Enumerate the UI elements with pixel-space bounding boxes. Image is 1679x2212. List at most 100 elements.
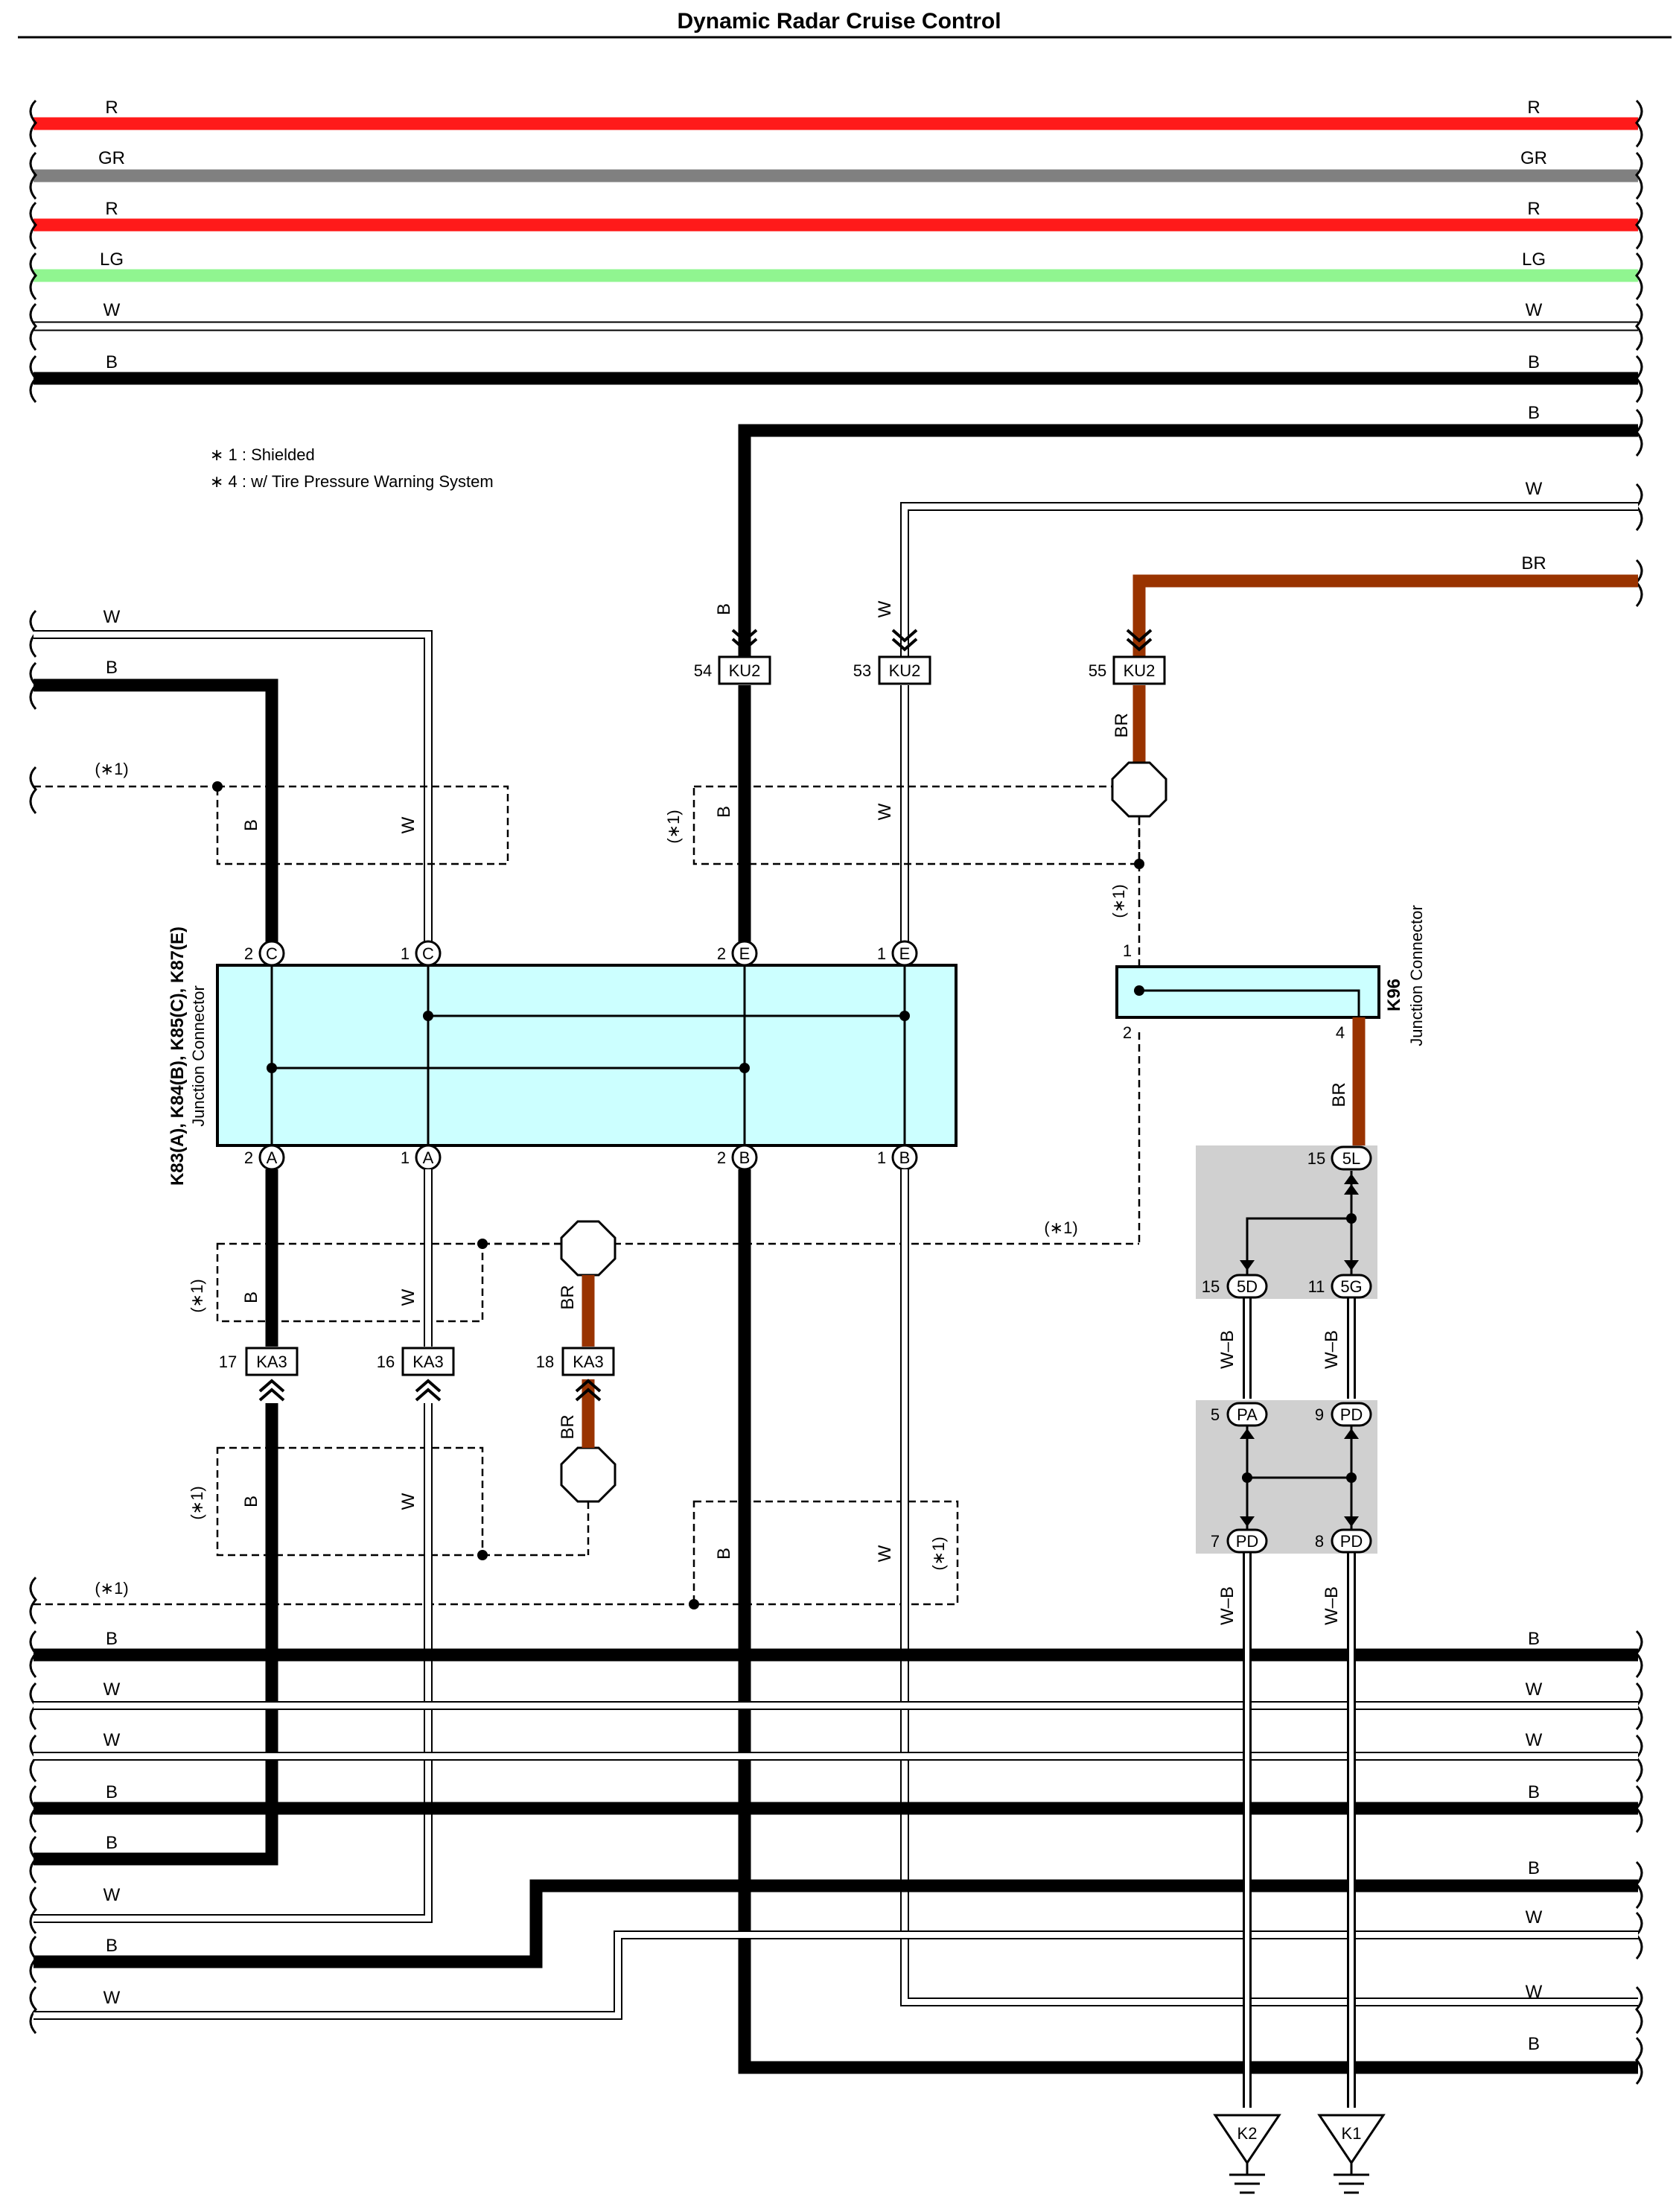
wire-label-b: B — [1528, 2034, 1540, 2054]
wire-label-w: W — [398, 1288, 418, 1306]
shield-label: (∗1) — [95, 760, 128, 778]
pin-letter: E — [899, 944, 911, 963]
wire-label-b: B — [106, 352, 118, 372]
wire-label-b: B — [714, 603, 734, 615]
joint-arrow-icons — [1240, 1174, 1359, 1527]
wire-label-w: W — [875, 803, 895, 820]
wire-label-w: W — [103, 1679, 121, 1700]
wire-label-b: B — [106, 1833, 118, 1853]
top-bus-wires — [34, 117, 1638, 385]
wire-label-b: B — [714, 806, 734, 818]
pin-number: 2 — [244, 1148, 253, 1167]
pin-number: 1 — [877, 944, 886, 963]
pin-number: 55 — [1089, 661, 1106, 680]
shield-label: (∗1) — [664, 810, 683, 843]
pin-number: 2 — [717, 944, 726, 963]
wire-label-w: W — [103, 1730, 121, 1750]
wire-label-wb: W–B — [1217, 1586, 1237, 1625]
bottom-bus-wires — [34, 1648, 1638, 2020]
top-bus-labels: R GR R LG W B R GR R LG W B — [98, 98, 1547, 372]
wire-label-gr: GR — [98, 148, 125, 168]
pin-number: 2 — [717, 1148, 726, 1167]
pin-letter: C — [422, 944, 434, 963]
ground-icon — [1213, 2114, 1386, 2165]
wire-label-b: B — [106, 1629, 118, 1649]
wire-label-w: W — [1526, 1907, 1543, 1927]
joint-pin-label: PA — [1237, 1405, 1258, 1424]
pin-number: 8 — [1315, 1532, 1324, 1551]
diagram-title: Dynamic Radar Cruise Control — [677, 9, 1001, 34]
note-tpws: ∗ 4 : w/ Tire Pressure Warning System — [210, 472, 494, 491]
wire-label-w: W — [875, 1545, 895, 1562]
wire-label-br: BR — [1521, 553, 1546, 573]
wire-label-w: W — [1526, 1679, 1543, 1700]
wire-label-w: W — [875, 600, 895, 617]
pin-number: 54 — [694, 661, 712, 680]
shield-dots — [212, 781, 1144, 1609]
ka3-arrow-icons — [258, 1379, 602, 1402]
pin-letter: B — [899, 1148, 911, 1167]
main-junction-connector — [216, 964, 958, 1147]
ku2-label: KU2 — [1124, 661, 1156, 680]
note-shielded: ∗ 1 : Shielded — [210, 445, 315, 464]
wire-label-w: W — [1526, 479, 1543, 499]
ground-symbol-lines — [1229, 2163, 1369, 2194]
ku2-connector-boxes — [718, 655, 1166, 685]
wire-label-r: R — [105, 199, 118, 219]
pin-number: 5 — [1211, 1405, 1220, 1424]
joint-pin-label: 5D — [1237, 1277, 1258, 1296]
junction-dots — [267, 1011, 910, 1073]
wire-label-w: W — [103, 300, 121, 320]
pin-number: 7 — [1211, 1532, 1220, 1551]
ka3-label: KA3 — [412, 1353, 444, 1371]
pin-letter: E — [739, 944, 751, 963]
joint-pin-ovals — [1226, 1145, 1372, 1554]
wire-label-r: R — [1527, 98, 1540, 118]
wire-label-b: B — [1528, 352, 1540, 372]
shield-label: (∗1) — [1044, 1218, 1077, 1237]
wire-label-b: B — [714, 1548, 734, 1560]
ka3-label: KA3 — [573, 1353, 604, 1371]
pin-letter: A — [423, 1148, 434, 1167]
pin-number: 53 — [853, 661, 871, 680]
wire-label-w: W — [1526, 300, 1543, 320]
pin-number: 1 — [401, 1148, 410, 1167]
pin-number: 1 — [1123, 941, 1132, 960]
pin-letter: C — [266, 944, 278, 963]
wire-label-w: W — [1526, 1982, 1543, 2002]
junction-internal-lines — [270, 965, 906, 1145]
wire-label-w: W — [103, 1988, 121, 2008]
joint-dots — [1242, 1213, 1357, 1483]
pin-letter: B — [739, 1148, 751, 1167]
shield-termination-icon — [560, 761, 1167, 1503]
lower-junction-wires — [265, 1169, 1638, 2074]
wire-label-w: W — [103, 1885, 121, 1905]
wire-label-gr: GR — [1520, 148, 1547, 168]
wire-label-br: BR — [558, 1285, 578, 1309]
pin-number: 9 — [1315, 1405, 1324, 1424]
wire-label-w: W — [103, 607, 121, 627]
ku2-label: KU2 — [889, 661, 921, 680]
joint-connector-block-upper — [1196, 1145, 1377, 1299]
pin-number: 2 — [1123, 1023, 1132, 1042]
wire-label-b: B — [106, 1936, 118, 1956]
main-junction-type: Junction Connector — [189, 985, 208, 1127]
pin-number: 15 — [1307, 1149, 1325, 1168]
bottom-bus-labels: B W W B B W B W B W W B B W W B — [103, 1629, 1543, 2054]
pin-number: 2 — [244, 944, 253, 963]
wire-label-b: B — [106, 658, 118, 678]
joint-pin-label: 5L — [1342, 1149, 1360, 1168]
ka3-label: KA3 — [256, 1353, 287, 1371]
ground-label-k2: K2 — [1237, 2124, 1258, 2143]
shield-label: (∗1) — [95, 1579, 128, 1598]
joint-pin-label: 5G — [1340, 1277, 1362, 1296]
joint-pin-label: PD — [1340, 1405, 1363, 1424]
shield-label: (∗1) — [188, 1279, 206, 1312]
pin-letter: A — [267, 1148, 278, 1167]
joint-pin-label: PD — [1340, 1532, 1363, 1551]
k96-code: K96 — [1384, 979, 1404, 1011]
pin-number: 4 — [1336, 1023, 1345, 1042]
upper-left-wires — [34, 630, 433, 953]
joint-pin-label: PD — [1236, 1532, 1259, 1551]
